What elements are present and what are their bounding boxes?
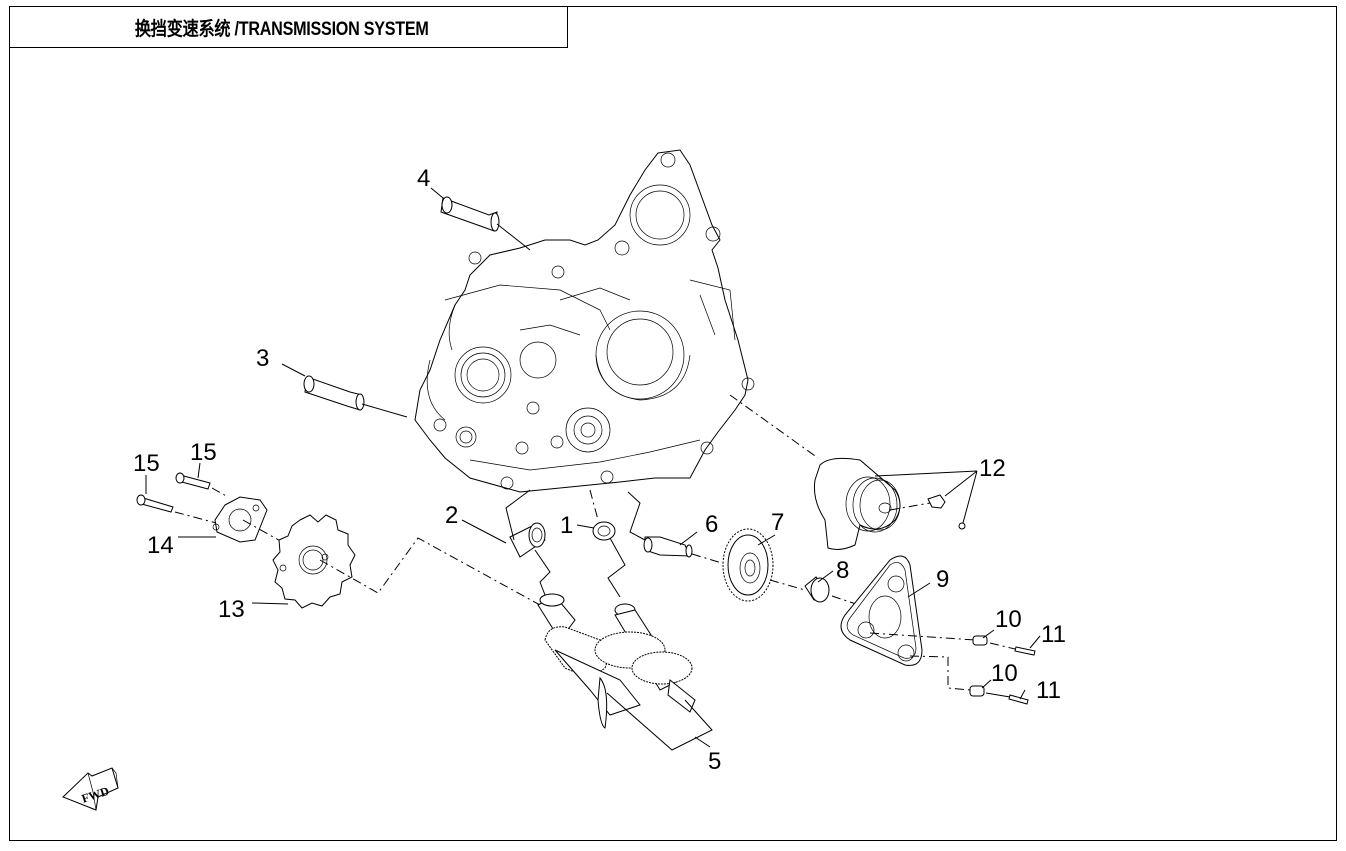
gear-7	[722, 528, 806, 602]
bolt-11-upper	[989, 642, 1036, 656]
bearing-1	[589, 489, 626, 598]
shift-drum-12	[729, 394, 966, 550]
callout-14: 14	[147, 532, 174, 559]
crankcase-half	[414, 149, 755, 493]
plate-9	[840, 555, 976, 691]
callout-10-lower: 10	[991, 660, 1018, 687]
bolt-15-lower	[136, 494, 221, 525]
title-block: 换挡变速系统 /TRANSMISSION SYSTEM	[9, 6, 568, 48]
callout-9: 9	[936, 566, 949, 593]
sprocket-retainer-plate-14	[212, 496, 301, 553]
collar-10-lower	[969, 685, 985, 697]
callout-2: 2	[445, 502, 458, 529]
callout-5: 5	[708, 748, 721, 775]
callout-6: 6	[705, 511, 718, 538]
page-title: 换挡变速系统 /TRANSMISSION SYSTEM	[134, 18, 429, 40]
drawing-frame	[9, 6, 1337, 841]
shaft-6	[627, 491, 726, 565]
drive-sprocket-13	[272, 514, 541, 609]
callout-15-upper: 15	[190, 439, 217, 466]
forward-arrow-icon: FWD	[62, 767, 119, 811]
bolt-15-upper	[175, 472, 229, 498]
callout-11-lower: 11	[1036, 677, 1061, 704]
callout-3: 3	[256, 345, 269, 372]
callout-7: 7	[771, 509, 784, 536]
bearing-2	[505, 489, 551, 596]
bolt-11-lower	[985, 692, 1029, 705]
callout-10-upper: 10	[995, 606, 1022, 633]
callout-8: 8	[836, 557, 849, 584]
transmission-shafts-5	[537, 593, 713, 751]
callout-4: 4	[417, 165, 430, 192]
callout-13: 13	[218, 596, 245, 623]
collar-10-upper	[972, 635, 988, 646]
callout-12: 12	[979, 455, 1006, 482]
callout-15-lower: 15	[133, 450, 160, 477]
dowel-pin-4	[440, 196, 531, 251]
callout-1: 1	[560, 512, 573, 539]
callout-11-upper: 11	[1041, 621, 1066, 648]
dowel-pin-3	[303, 375, 408, 418]
